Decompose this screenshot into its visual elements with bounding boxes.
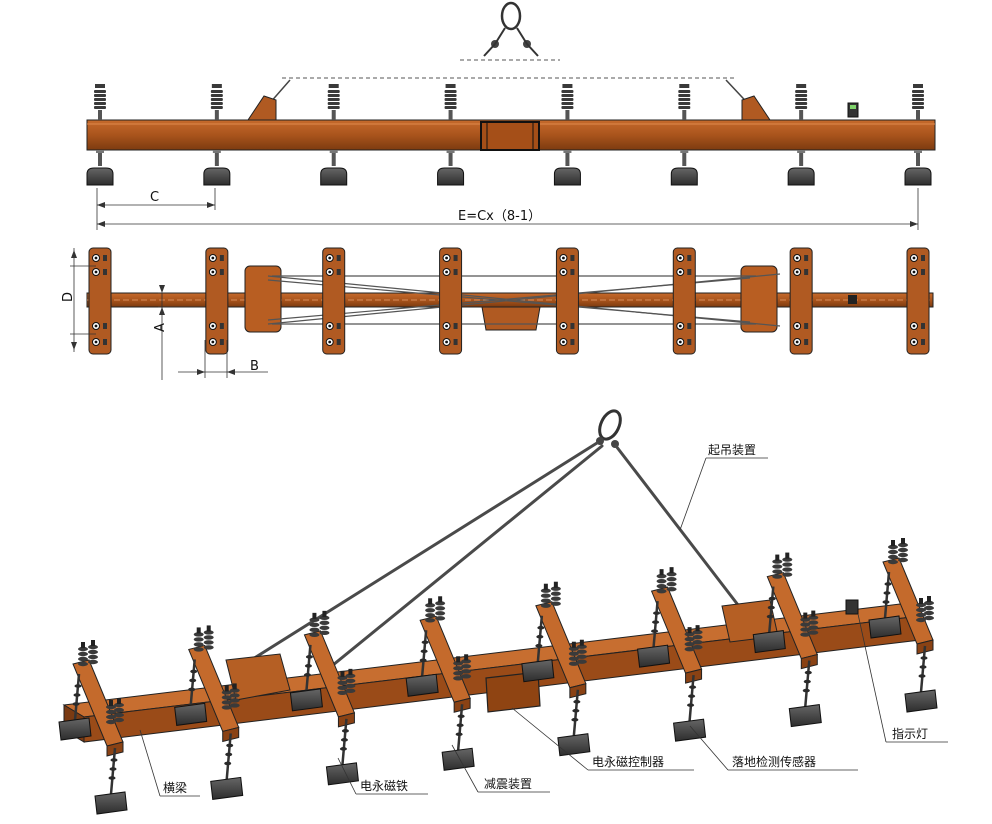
iso-magnet-arm — [868, 538, 938, 713]
top-cross-plate — [439, 247, 463, 355]
top-cross-plate — [906, 247, 930, 355]
callout-electro-permanent-magnet-label: 电永磁铁 — [360, 778, 408, 793]
callout-indicator-light-label: 指示灯 — [892, 726, 928, 741]
top-view: D A B — [61, 247, 934, 380]
callout-magnet-controller: 电永磁控制器 — [511, 707, 694, 771]
iso-lug-left — [225, 653, 291, 701]
front-magnet-assembly — [86, 84, 114, 186]
callout-beam: 横梁 — [139, 729, 200, 797]
front-magnet-assembly — [203, 84, 231, 186]
top-controller-box — [481, 306, 541, 331]
dimension-d: D — [61, 248, 96, 352]
iso-magnet-arm — [637, 567, 707, 742]
front-magnet-assembly — [904, 84, 932, 186]
dimension-e-label: E=Cx（8-1） — [458, 209, 541, 224]
front-view: C E=Cx（8-1） — [86, 1, 936, 230]
top-cross-plate — [322, 247, 346, 355]
iso-magnet-arm — [752, 552, 822, 728]
callout-lifting-device-label: 起吊装置 — [708, 443, 756, 457]
lifting-lug-right — [741, 95, 771, 121]
callout-indicator-light: 指示灯 — [857, 613, 948, 743]
top-cross-plate — [205, 247, 229, 355]
iso-indicator-light-icon — [845, 599, 859, 615]
iso-sling-cables — [246, 441, 750, 702]
top-cross-plate — [789, 247, 813, 355]
dimension-c: C — [96, 188, 216, 210]
dimension-a-label: A — [153, 323, 168, 332]
top-cross-plate — [555, 247, 579, 355]
dimension-d-label: D — [61, 292, 76, 302]
isometric-view: 起吊装置 指示灯 横梁 电永磁铁 减震装置 电永磁 — [58, 409, 948, 815]
dimension-e: E=Cx（8-1） — [96, 188, 919, 230]
front-magnet-assembly — [670, 84, 698, 186]
callout-damping-device: 减震装置 — [451, 744, 550, 793]
top-sling-cables — [267, 273, 781, 327]
iso-controller-box — [485, 671, 541, 713]
callout-magnet-controller-label: 电永磁控制器 — [592, 754, 664, 769]
front-magnet-assembly — [553, 84, 581, 186]
iso-magnet-arm — [289, 610, 359, 786]
iso-magnet-arm — [174, 625, 244, 800]
iso-shackle-icon — [596, 409, 622, 448]
iso-magnet-arm — [521, 581, 591, 757]
lifting-lug-left — [247, 95, 277, 121]
top-lug-plate-left — [244, 265, 282, 333]
dimension-b: B — [178, 340, 268, 378]
top-indicator-light-icon — [848, 295, 857, 304]
front-indicator-light-icon — [847, 102, 859, 118]
callout-landing-sensor-label: 落地检测传感器 — [732, 754, 816, 769]
top-cross-plate — [672, 247, 696, 355]
top-lug-plate-right — [740, 265, 778, 333]
callout-lifting-device: 起吊装置 — [679, 443, 768, 531]
callout-landing-sensor: 落地检测传感器 — [689, 725, 858, 771]
front-magnet-assembly — [437, 84, 465, 186]
shackle-icon — [460, 1, 560, 61]
iso-magnet-arm — [405, 596, 475, 771]
dimension-c-label: C — [150, 190, 159, 205]
callout-damping-device-label: 减震装置 — [484, 777, 532, 791]
dimension-b-label: B — [250, 359, 259, 374]
iso-magnet-arm — [58, 640, 128, 815]
dimension-a: A — [153, 285, 205, 380]
callout-electro-permanent-magnet: 电永磁铁 — [337, 757, 428, 795]
front-magnet-assembly — [787, 84, 815, 186]
callout-beam-label: 横梁 — [163, 780, 187, 795]
top-cross-plate — [88, 247, 112, 355]
front-magnet-assembly — [320, 84, 348, 186]
front-controller-box — [480, 121, 540, 151]
